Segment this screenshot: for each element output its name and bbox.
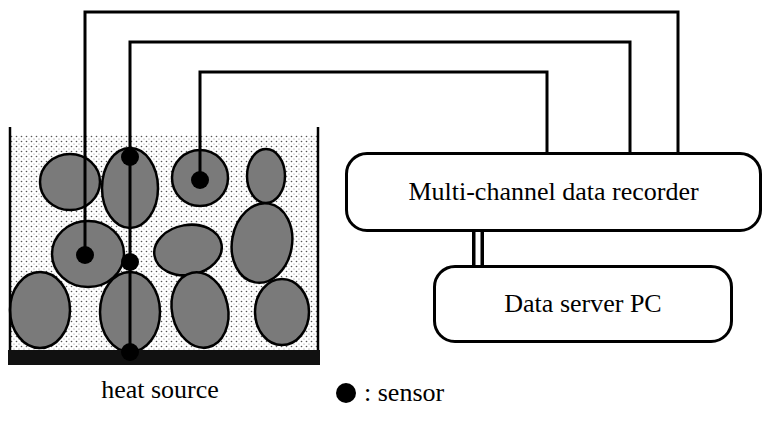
box-label: Multi-channel data recorder (408, 177, 698, 207)
container-walls (10, 127, 318, 352)
legend-text: : sensor (364, 378, 444, 408)
box-label: Data server PC (504, 289, 661, 319)
server-box: Data server PC (433, 265, 733, 343)
legend-entry: : sensor (334, 378, 444, 408)
heat-source-plate (8, 350, 320, 365)
link-inner (476, 232, 481, 265)
part-label: heat source (101, 375, 219, 405)
rock-particles (10, 148, 309, 353)
link-outer (472, 232, 484, 265)
packed-medium (11, 135, 317, 351)
recorder-box: Multi-channel data recorder (345, 152, 762, 232)
double-line-link (478, 232, 479, 265)
legend-swatch (334, 381, 358, 405)
sensor-dots (76, 148, 209, 361)
